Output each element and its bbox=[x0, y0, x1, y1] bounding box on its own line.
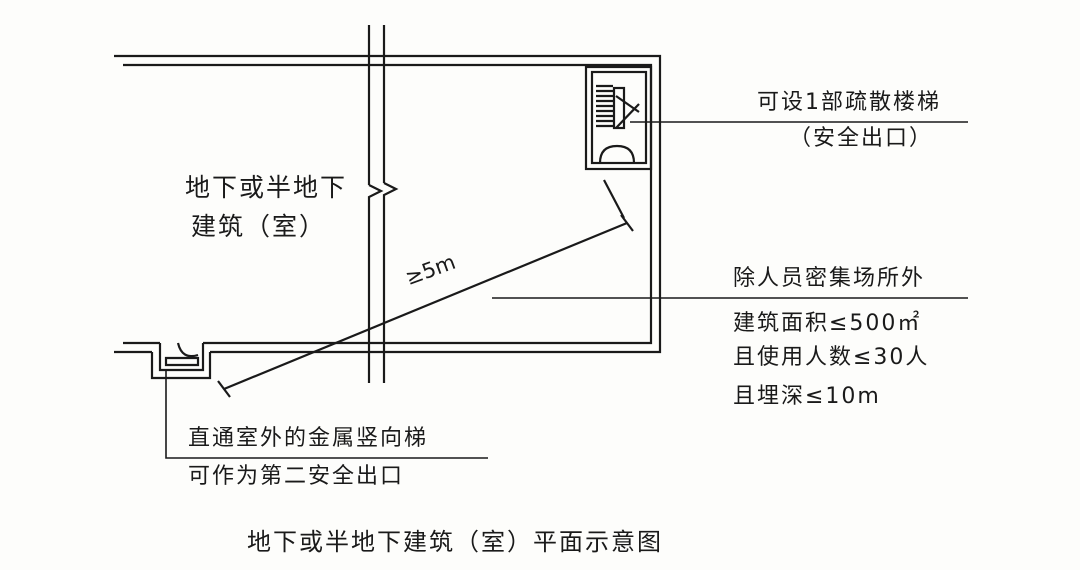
leader-lines bbox=[165, 121, 968, 459]
ladder-label-line1: 直通室外的金属竖向梯 bbox=[188, 426, 429, 451]
ladder-label-line2: 可作为第二安全出口 bbox=[188, 464, 405, 489]
condition-line3: 且使用人数≤30人 bbox=[733, 345, 930, 370]
outer-wall bbox=[114, 54, 662, 354]
stair-well bbox=[584, 65, 653, 171]
condition-line4: 且埋深≤10m bbox=[733, 384, 881, 409]
stair-label-line2: （安全出口） bbox=[789, 126, 934, 151]
condition-line1: 除人员密集场所外 bbox=[733, 266, 926, 291]
room-label-line2: 建筑（室） bbox=[191, 212, 327, 241]
room-label-line1: 地下或半地下 bbox=[185, 173, 348, 202]
break-line bbox=[367, 25, 399, 383]
diagram-caption: 地下或半地下建筑（室）平面示意图 bbox=[247, 528, 663, 556]
distance-dimension bbox=[217, 179, 634, 398]
condition-line2: 建筑面积≤500㎡ bbox=[733, 311, 922, 336]
stair-label-line1: 可设1部疏散楼梯 bbox=[757, 90, 941, 115]
ladder-niche bbox=[150, 342, 212, 380]
